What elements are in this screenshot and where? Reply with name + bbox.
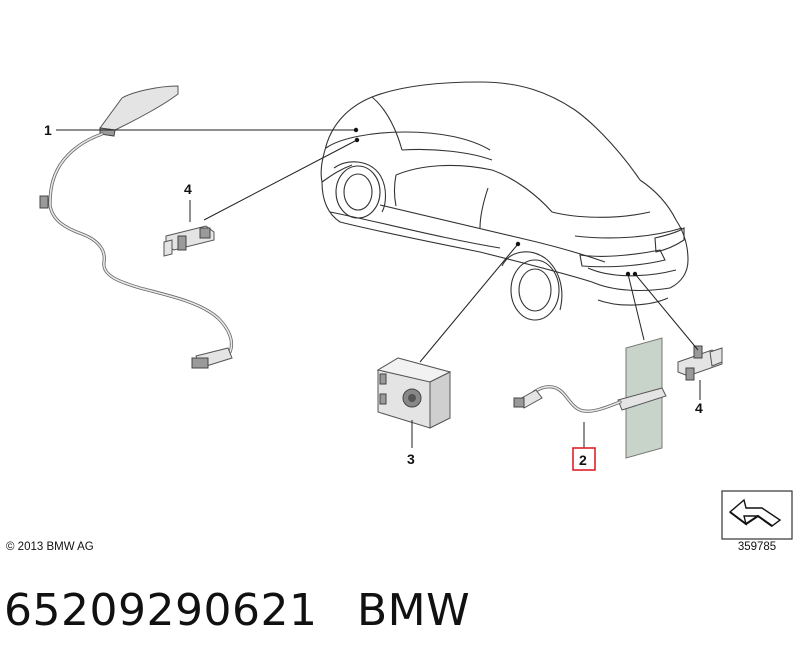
parts-diagram: 1 4 3 2 4 — [39, 81, 793, 540]
part-bracket-lower — [677, 345, 723, 381]
part-amplifier-box — [376, 357, 452, 429]
part-window-antenna — [513, 337, 667, 459]
callout-3: 3 — [407, 451, 415, 467]
callout-2: 2 — [579, 452, 587, 468]
copyright-text: © 2013 BMW AG — [6, 541, 94, 553]
callout-2-highlight — [572, 447, 596, 471]
brand-name: BMW — [357, 585, 471, 636]
leader-lines — [56, 129, 701, 448]
callout-4-upper: 4 — [184, 181, 192, 197]
orientation-arrow-icon — [721, 490, 793, 540]
reference-number: 359785 — [737, 541, 777, 553]
car-outline — [320, 81, 689, 321]
leader-endpoints — [353, 127, 638, 277]
part-bracket-upper — [163, 225, 215, 257]
part-number: 65209290621 — [4, 585, 318, 636]
callout-1: 1 — [44, 122, 52, 138]
callout-4-lower: 4 — [695, 400, 703, 416]
